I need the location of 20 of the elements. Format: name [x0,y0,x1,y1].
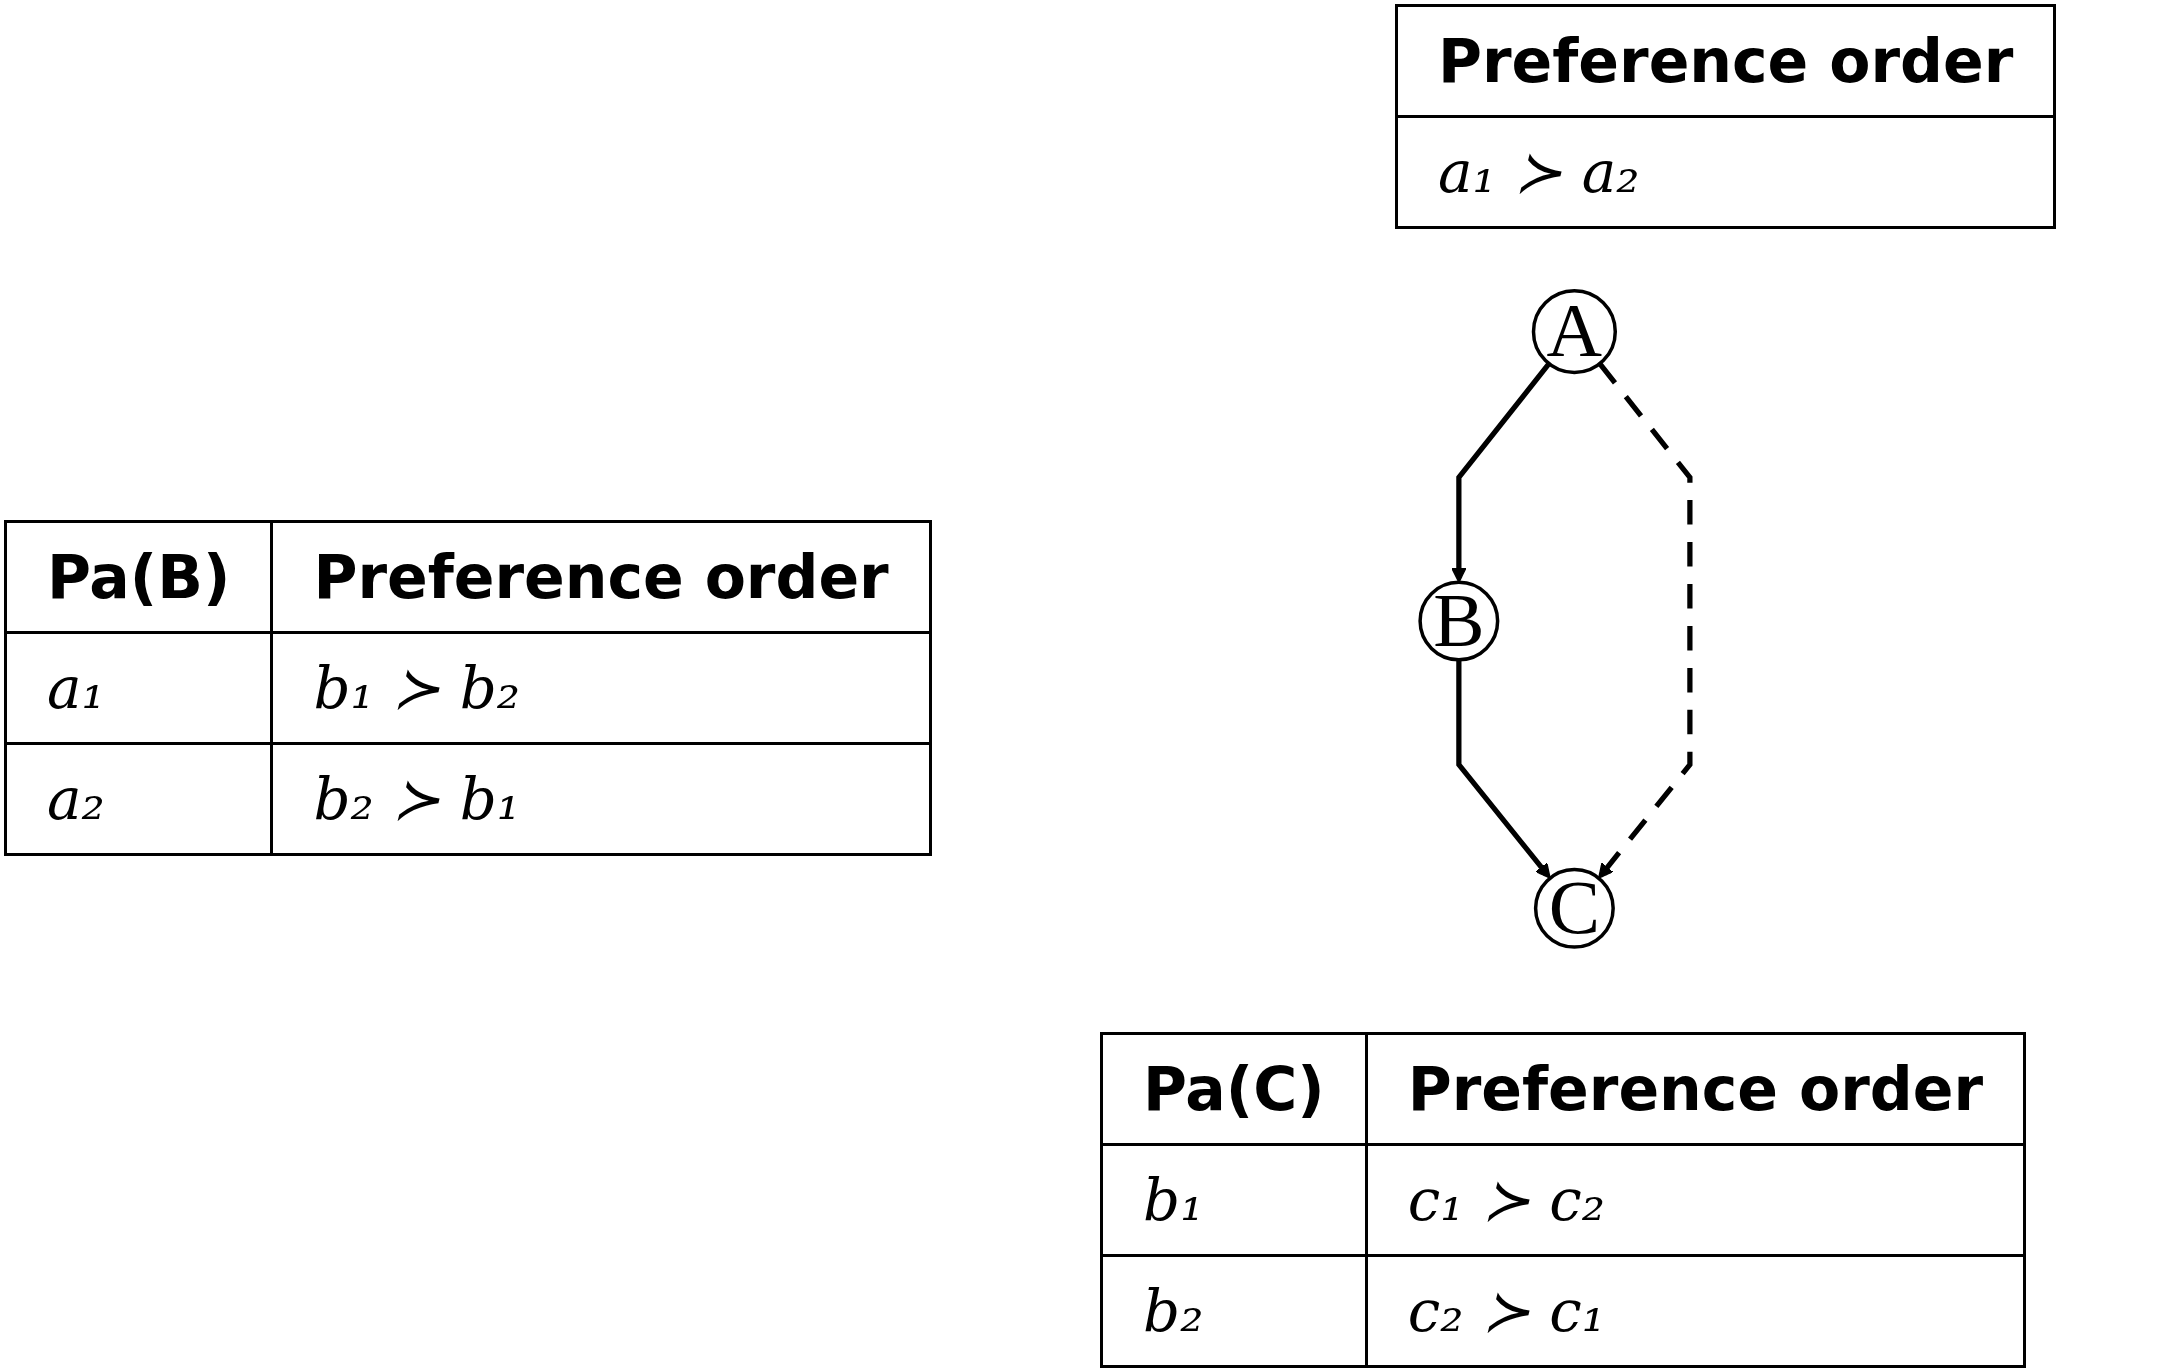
column-header: Preference order [1396,5,2055,117]
table-value: b₂ [1101,1255,1367,1367]
table-value: c₁ ≻ c₂ [1366,1144,2025,1256]
table-value: b₁ [1101,1144,1367,1256]
column-header: Pa(B) [5,521,272,633]
node-circle: B [1418,580,1500,662]
table-value: a₂ [5,743,272,855]
table-value: a₁ [5,632,272,744]
table-value: a₁ ≻ a₂ [1396,116,2055,228]
arrow [1456,659,1551,879]
node-circle: C [1533,867,1615,949]
arrow [1451,362,1552,583]
column-header: Preference order [1366,1033,2025,1145]
column-header: Preference order [271,521,931,633]
arrow [1597,362,1693,879]
table-value: b₁ ≻ b₂ [271,632,931,744]
node-circle: A [1531,289,1617,375]
column-header: Pa(C) [1101,1033,1367,1145]
table-value: c₂ ≻ c₁ [1366,1255,2025,1367]
table-value: b₂ ≻ b₁ [271,743,931,855]
